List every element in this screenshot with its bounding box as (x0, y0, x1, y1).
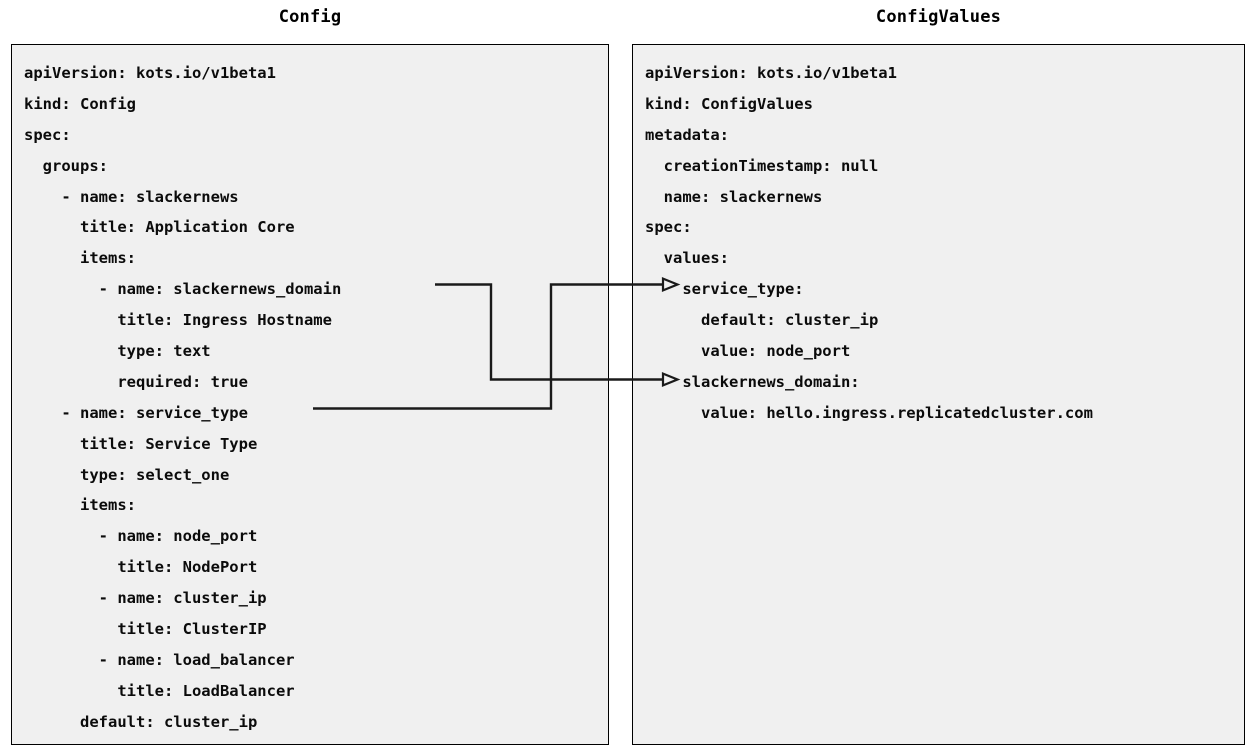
configvalues-yaml-line: value: hello.ingress.replicatedcluster.c… (645, 403, 1093, 422)
configvalues-yaml-line: spec: (645, 218, 692, 237)
config-yaml-line: required: true (24, 372, 248, 391)
configvalues-panel: apiVersion: kots.io/v1beta1 kind: ConfigV… (632, 44, 1245, 745)
config-panel: apiVersion: kots.io/v1beta1 kind: Config s… (11, 44, 609, 745)
page-title-config: Config (278, 7, 342, 27)
config-yaml-line: title: ClusterIP (24, 620, 267, 639)
config-yaml-line: - name: node_port (24, 527, 258, 546)
config-yaml-line: - name: slackernews_domain (24, 280, 342, 299)
config-yaml-line: - name: cluster_ip (24, 589, 267, 608)
config-yaml-line: kind: Config (24, 94, 136, 113)
config-yaml-line: - name: service_type (24, 403, 248, 422)
configvalues-yaml-line: values: (645, 249, 729, 268)
configvalues-yaml-line: apiVersion: kots.io/v1beta1 (645, 64, 897, 82)
config-yaml-line: title: NodePort (24, 558, 258, 577)
config-yaml-line: title: Ingress Hostname (24, 311, 332, 330)
config-yaml-line: - name: load_balancer (24, 650, 295, 669)
configvalues-yaml-line: metadata: (645, 125, 729, 144)
page-title-configvalues: ConfigValues (875, 7, 1002, 27)
config-yaml-line: default: cluster_ip (24, 712, 258, 731)
config-yaml-line: type: select_one (24, 465, 230, 484)
configvalues-yaml-line: creationTimestamp: null (645, 156, 879, 175)
config-yaml-line: title: Application Core (24, 218, 295, 237)
config-yaml-line: apiVersion: kots.io/v1beta1 (24, 64, 276, 82)
configvalues-yaml-line: name: slackernews (645, 187, 823, 206)
config-yaml-line: - name: slackernews (24, 187, 239, 206)
configvalues-yaml-line: kind: ConfigValues (645, 94, 813, 113)
configvalues-yaml-line: default: cluster_ip (645, 311, 879, 330)
config-yaml-line: groups: (24, 156, 108, 175)
config-yaml-block: apiVersion: kots.io/v1beta1 kind: Config s… (24, 58, 604, 738)
config-yaml-line: title: LoadBalancer (24, 681, 295, 700)
config-yaml-line: spec: (24, 125, 71, 144)
configvalues-yaml-line: service_type: (645, 280, 804, 299)
config-yaml-line: type: text (24, 342, 211, 361)
config-yaml-line: items: (24, 249, 136, 268)
configvalues-yaml-line: value: node_port (645, 342, 851, 361)
config-yaml-line: title: Service Type (24, 434, 258, 453)
configvalues-yaml-line: slackernews_domain: (645, 372, 860, 391)
config-yaml-line: items: (24, 496, 136, 515)
configvalues-yaml-block: apiVersion: kots.io/v1beta1 kind: ConfigV… (645, 58, 1240, 429)
